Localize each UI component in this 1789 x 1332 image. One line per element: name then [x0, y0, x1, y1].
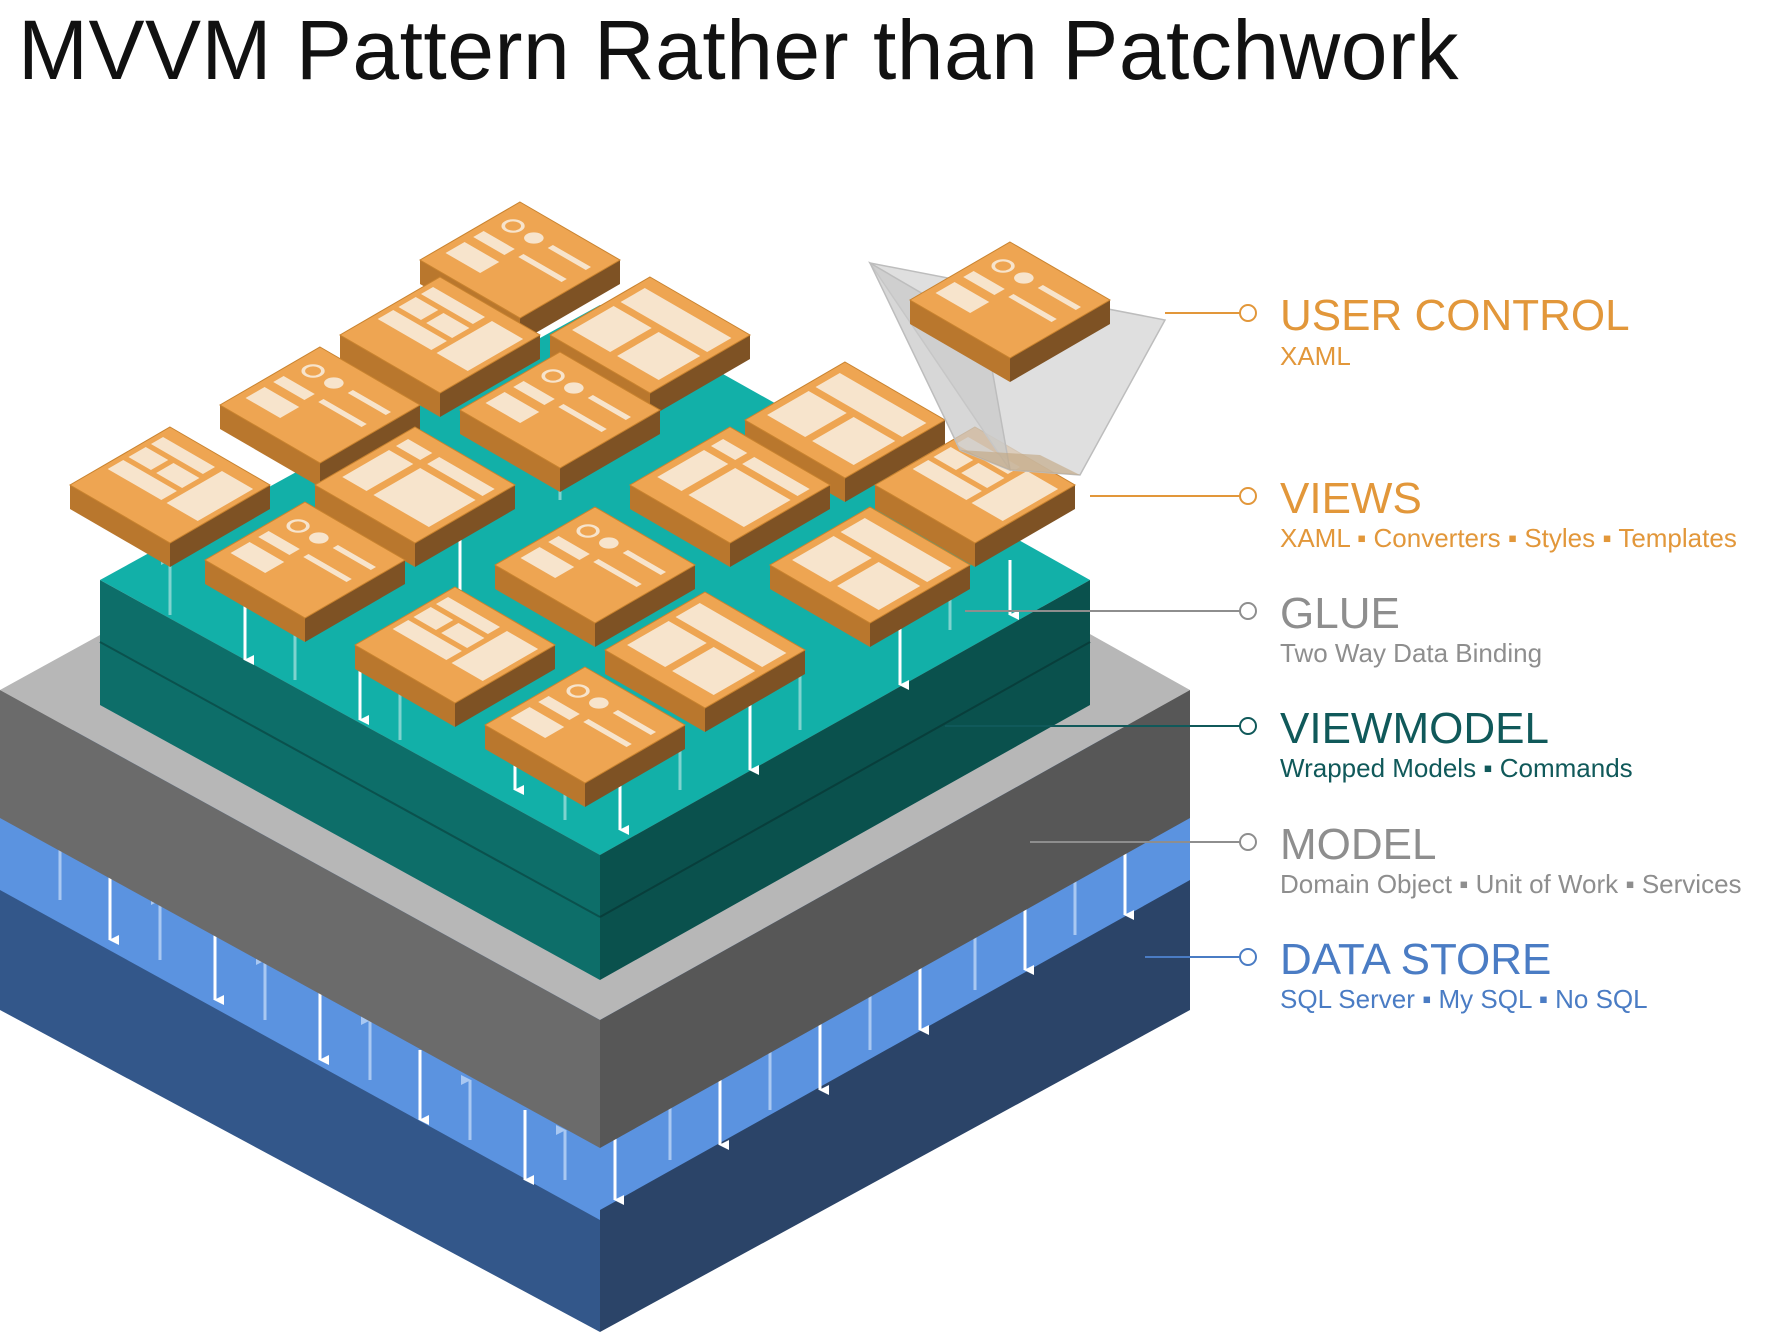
label-views: VIEWS: [1280, 474, 1422, 523]
leader-lines: [945, 304, 1257, 966]
view-tile: [494, 506, 696, 647]
label-user-control: USER CONTROL: [1280, 291, 1630, 340]
view-tile: [769, 506, 971, 647]
view-tile: [69, 426, 271, 567]
view-tile: [604, 591, 806, 732]
view-tile: [484, 666, 686, 807]
view-tile: [459, 351, 661, 492]
label-viewmodel: VIEWMODEL: [1280, 704, 1549, 753]
sublabel-views: XAML ▪ Converters ▪ Styles ▪ Templates: [1280, 523, 1737, 553]
view-tile: [339, 276, 541, 417]
label-glue: GLUE: [1280, 589, 1400, 638]
sublabel-data-store: SQL Server ▪ My SQL ▪ No SQL: [1280, 984, 1648, 1014]
sublabel-user-control: XAML: [1280, 341, 1351, 371]
label-data-store: DATA STORE: [1280, 935, 1551, 984]
view-tile: [629, 426, 831, 567]
layer-labels: USER CONTROL XAML VIEWS XAML ▪ Converter…: [1280, 291, 1742, 1014]
label-model: MODEL: [1280, 820, 1436, 869]
sublabel-viewmodel: Wrapped Models ▪ Commands: [1280, 753, 1633, 783]
page-title: MVVM Pattern Rather than Patchwork: [18, 3, 1459, 97]
view-tile: [219, 346, 421, 487]
view-tile: [354, 586, 556, 727]
view-tile: [314, 426, 516, 567]
user-control-tile: [909, 241, 1111, 382]
sublabel-model: Domain Object ▪ Unit of Work ▪ Services: [1280, 869, 1742, 899]
view-tile: [909, 241, 1111, 382]
sublabel-glue: Two Way Data Binding: [1280, 638, 1542, 668]
view-tile: [204, 501, 406, 642]
